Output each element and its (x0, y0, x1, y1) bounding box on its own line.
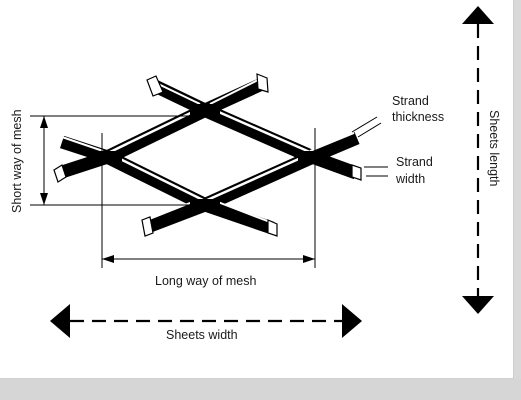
sheets-length-arrow-up-icon (462, 6, 494, 24)
left-node (94, 151, 122, 163)
sheets-length-dimension (462, 6, 494, 314)
sheets-width-dimension (50, 304, 362, 338)
sheets-width-arrow-right-icon (342, 304, 362, 338)
strand-width-indicator (364, 166, 388, 177)
sheets-width-arrow-left-icon (50, 304, 70, 338)
sheets-width-label: Sheets width (166, 328, 238, 342)
strand-thickness-label-line1: Strand (392, 94, 429, 108)
sheets-length-arrow-down-icon (462, 296, 494, 314)
long-way-dimension (101, 128, 316, 268)
long-way-label: Long way of mesh (155, 274, 256, 288)
strand-width-label-line1: Strand (396, 155, 433, 169)
long-way-arrow-right-icon (303, 255, 315, 263)
diamond-strand (101, 103, 319, 212)
mesh-strands (53, 73, 362, 237)
long-way-arrow-left-icon (102, 255, 114, 263)
short-way-arrow-up-icon (40, 116, 48, 128)
top-node (190, 104, 220, 116)
short-way-dimension (30, 115, 195, 206)
short-way-label: Short way of mesh (10, 109, 24, 213)
strand-thickness-label-line2: thickness (392, 110, 444, 124)
strand-thickness-indicator (351, 116, 382, 138)
bottom-gray-strip (0, 379, 521, 400)
right-node (298, 151, 326, 163)
bottom-node (190, 199, 220, 211)
diagram-frame (0, 0, 514, 379)
short-way-arrow-down-icon (40, 193, 48, 205)
strand-width-label-line2: width (395, 172, 425, 186)
sheets-length-label: Sheets length (487, 110, 501, 186)
